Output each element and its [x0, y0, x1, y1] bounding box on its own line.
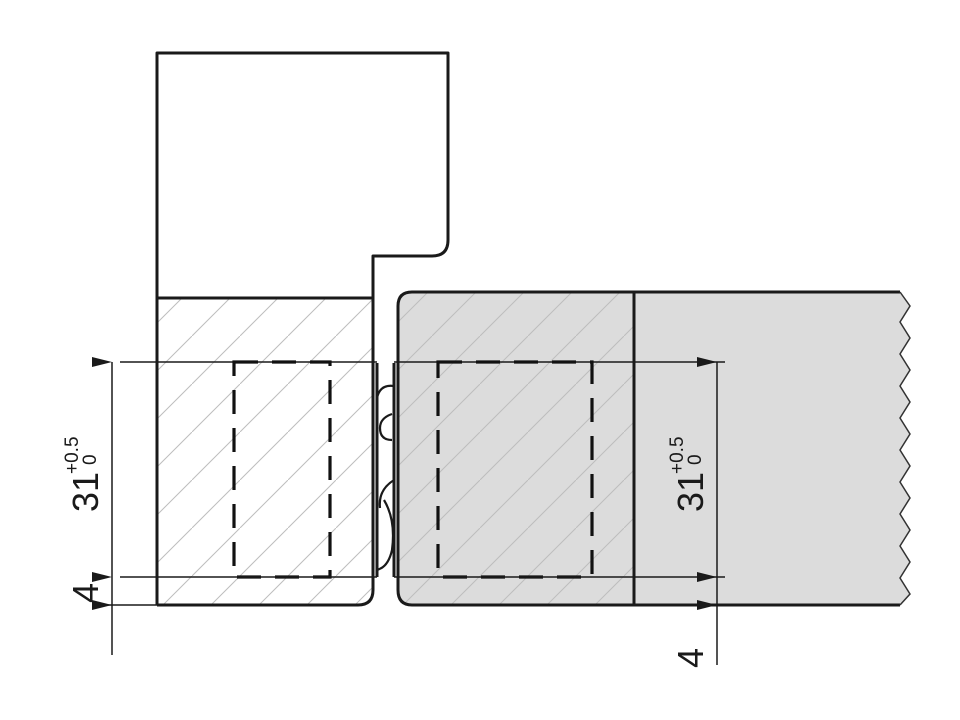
- door-leaf: [396, 290, 911, 607]
- dim-right-tol-upper: +0.5: [667, 436, 688, 474]
- hinge-body: [375, 363, 396, 577]
- dim-left-tol-upper: +0.5: [62, 436, 83, 474]
- milling-pocket-left: [120, 360, 377, 579]
- frame-outline: [155, 51, 450, 607]
- frame-profile: [155, 51, 450, 607]
- dim-left-main: 31: [65, 472, 106, 512]
- dim-right-offset: 4: [670, 648, 711, 668]
- door-leaf-hatch: [398, 292, 634, 605]
- frame-hatch: [157, 298, 373, 605]
- dimension-right: 31 +0.5 0 4: [667, 357, 718, 668]
- door-broken-edge: [899, 291, 911, 606]
- dim-left-offset: 4: [65, 583, 106, 603]
- dim-left-tol-lower: 0: [80, 454, 101, 465]
- dim-right-main: 31: [670, 472, 711, 512]
- door-leaf-outline: [396, 290, 900, 607]
- dimension-left: 31 +0.5 0 4: [62, 357, 157, 655]
- dim-right-tol-lower: 0: [685, 454, 706, 465]
- milling-pocket-right: [394, 360, 725, 579]
